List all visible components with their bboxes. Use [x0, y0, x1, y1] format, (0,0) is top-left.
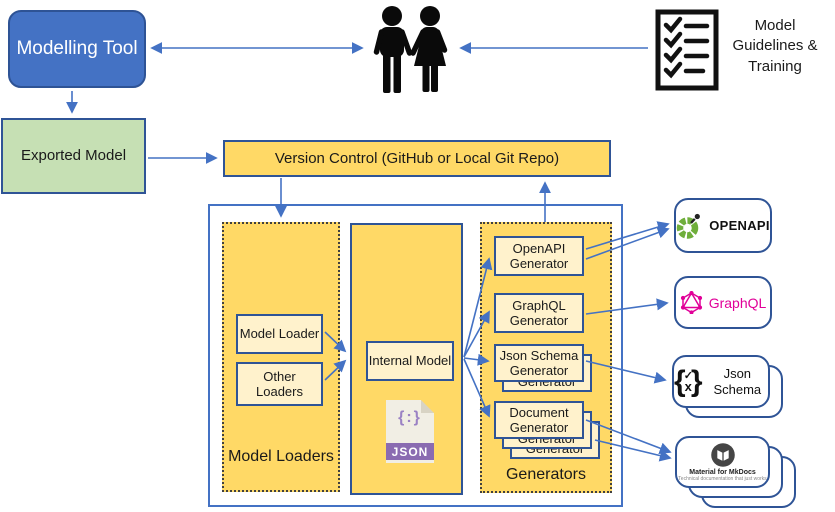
json-schema-logo-icon: { ✓ x }	[674, 364, 703, 398]
mkdocs-output-card: Material for MkDocs Technical documentat…	[675, 436, 770, 488]
json-schema-logo-label: Json Schema	[713, 365, 762, 397]
checklist-icon	[655, 9, 719, 91]
graphql-generator-label: GraphQL Generator	[509, 297, 569, 328]
json-file-caption: JSON	[386, 443, 434, 460]
other-loaders-label: Other Loaders	[256, 368, 303, 399]
model-loader-node: Model Loader	[236, 314, 323, 354]
model-loaders-panel-label: Model Loaders	[228, 448, 334, 465]
modelling-tool-node: Modelling Tool	[8, 10, 146, 88]
json-schema-generator-node: Json Schema Generator	[494, 344, 584, 382]
internal-model-node: Internal Model	[366, 341, 454, 381]
other-loaders-node: Other Loaders	[236, 362, 323, 406]
mkdocs-logo-label: Material for MkDocs	[689, 469, 756, 476]
document-generator-label: Document Generator	[509, 404, 569, 435]
internal-model-label: Internal Model	[368, 353, 452, 369]
mkdocs-logo-sublabel: Technical documentation that just works	[678, 476, 767, 482]
graphql-output-card: GraphQL	[674, 276, 772, 329]
exported-model-node: Exported Model	[1, 118, 146, 194]
exported-model-label: Exported Model	[20, 147, 127, 165]
generators-panel-label: Generators	[505, 466, 587, 483]
model-loaders-panel	[222, 222, 340, 492]
graphql-logo-icon	[680, 291, 702, 314]
document-generator-node: Document Generator	[494, 401, 584, 439]
openapi-logo-label: OPENAPI	[709, 218, 770, 233]
version-control-node: Version Control (GitHub or Local Git Rep…	[223, 140, 611, 177]
modelling-tool-label: Modelling Tool	[16, 37, 138, 59]
graphql-logo-label: GraphQL	[708, 294, 767, 311]
guidelines-label: Model Guidelines & Training	[732, 17, 818, 75]
model-loader-label: Model Loader	[239, 326, 320, 342]
mkdocs-logo-icon	[710, 443, 735, 467]
openapi-output-card: OPENAPI	[674, 198, 772, 253]
openapi-generator-node: OpenAPI Generator	[494, 236, 584, 276]
openapi-generator-label: OpenAPI Generator	[509, 240, 569, 271]
openapi-logo-icon	[676, 212, 702, 239]
json-schema-output-card: { ✓ x } Json Schema	[672, 355, 770, 408]
graphql-generator-node: GraphQL Generator	[494, 293, 584, 333]
version-control-label: Version Control (GitHub or Local Git Rep…	[274, 149, 560, 167]
json-file-icon: {:} JSON	[386, 400, 434, 463]
json-schema-generator-label: Json Schema Generator	[499, 347, 579, 378]
json-braces-glyph: {:}	[398, 409, 422, 426]
users-couple-icon	[373, 6, 448, 93]
